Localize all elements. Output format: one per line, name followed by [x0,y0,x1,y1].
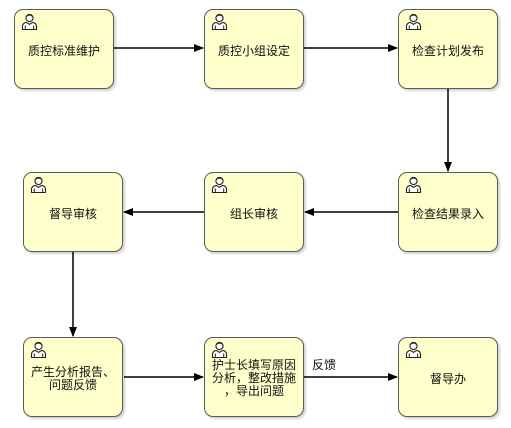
task-inspection-result-entry[interactable]: 检查结果录入 [398,172,498,252]
task-label: 质控小组设定 [217,43,290,58]
user-icon [21,13,38,30]
task-label: 检查结果录入 [411,206,484,221]
task-head-nurse-analysis[interactable]: 护士长填写原因 分析，整改措施 ，导出问题 [204,337,304,417]
task-label: 护士长填写原因 分析，整改措施 ，导出问题 [211,357,296,398]
user-icon [211,176,228,193]
task-label: 督导审核 [48,206,97,221]
task-label: 督导办 [429,371,466,386]
task-label: 质控标准维护 [27,43,100,58]
task-supervision-office[interactable]: 督导办 [398,337,498,417]
task-label: 检查计划发布 [411,43,484,58]
user-icon [30,176,47,193]
task-label: 组长审核 [229,206,278,221]
task-label: 产生分析报告、 问题反馈 [30,365,115,392]
task-quality-group-setup[interactable]: 质控小组设定 [204,9,304,89]
task-inspection-plan-publish[interactable]: 检查计划发布 [398,9,498,89]
task-analysis-report[interactable]: 产生分析报告、 问题反馈 [23,337,123,417]
user-icon [405,13,422,30]
user-icon [211,13,228,30]
user-icon [405,341,422,358]
user-icon [211,341,228,358]
edge-label-feedback: 反馈 [312,358,337,372]
task-supervisor-review[interactable]: 督导审核 [23,172,123,252]
task-quality-standard[interactable]: 质控标准维护 [14,9,114,89]
user-icon [405,176,422,193]
task-leader-review[interactable]: 组长审核 [204,172,304,252]
user-icon [30,341,47,358]
